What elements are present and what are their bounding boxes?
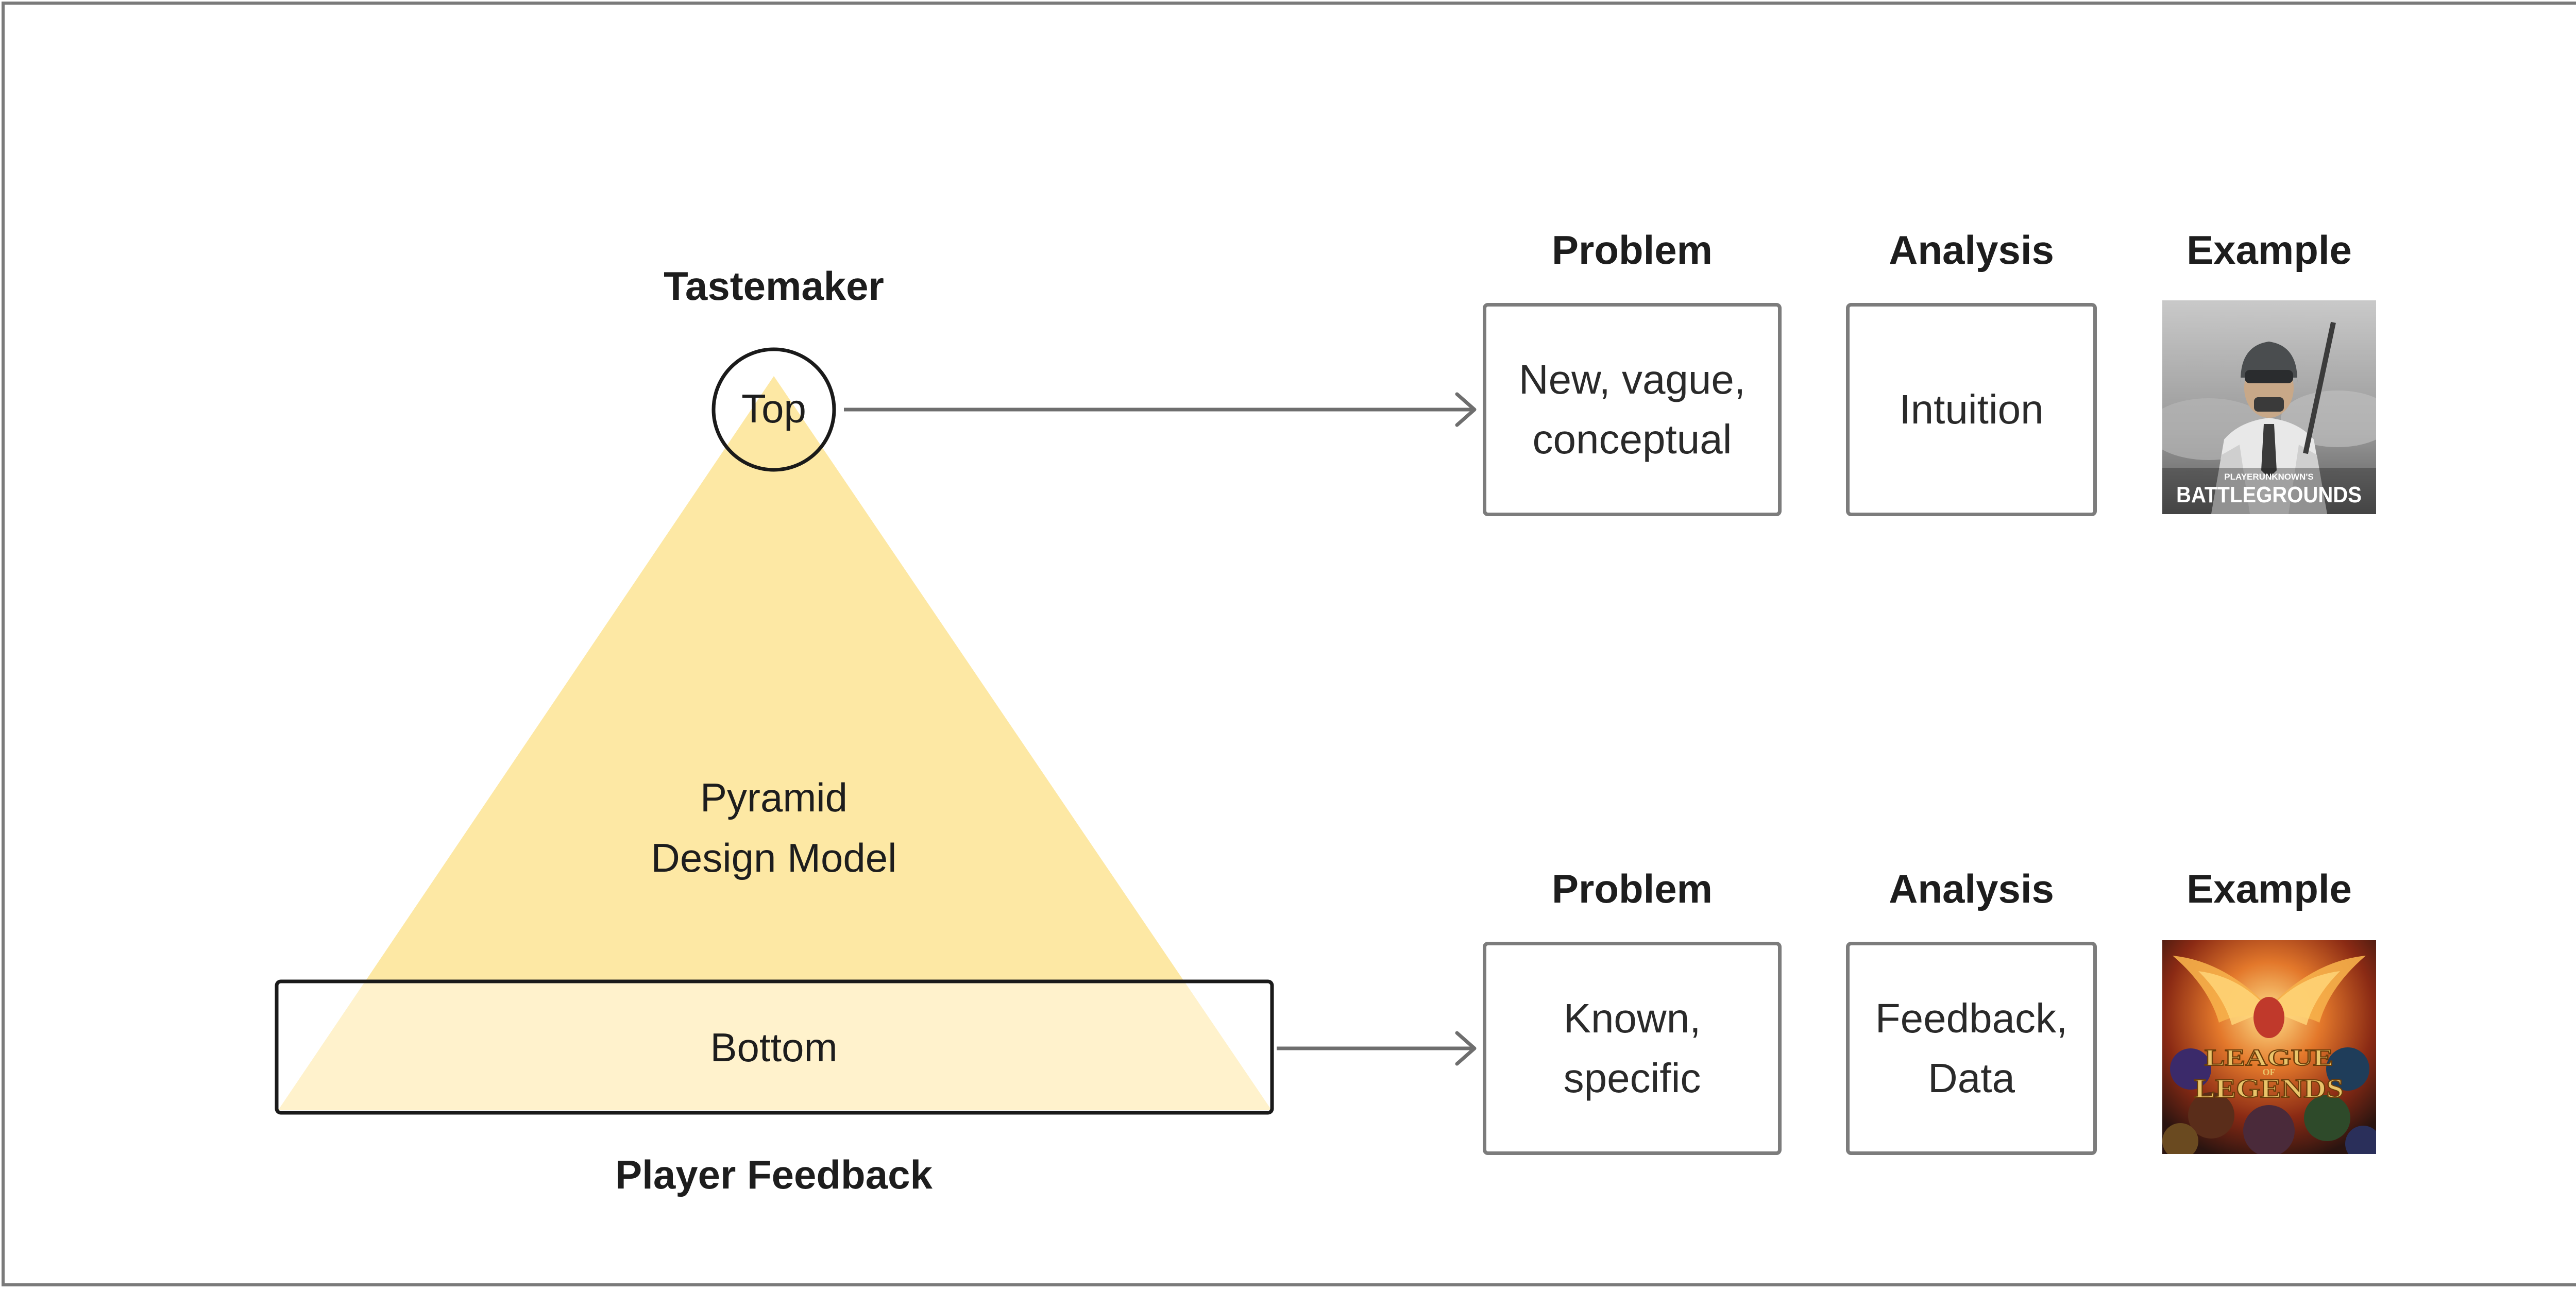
bottom-heading: Player Feedback bbox=[615, 1152, 933, 1197]
pyramid-bottom-band bbox=[275, 979, 1274, 1115]
row1-example-heading: Example bbox=[2187, 227, 2352, 273]
pyramid-top-circle bbox=[711, 347, 836, 472]
row2-analysis-box: Feedback, Data bbox=[1846, 942, 2097, 1155]
svg-text:LEGENDS: LEGENDS bbox=[2194, 1074, 2344, 1104]
row2-analysis-text: Feedback, Data bbox=[1875, 995, 2068, 1101]
battlegrounds-image: PLAYERUNKNOWN'S BATTLEGROUNDS bbox=[2162, 300, 2376, 514]
bottom-label: Bottom bbox=[710, 1025, 838, 1070]
row1-analysis-text: Intuition bbox=[1899, 386, 2044, 432]
svg-text:PLAYERUNKNOWN'S: PLAYERUNKNOWN'S bbox=[2224, 472, 2313, 482]
row1-analysis-box: Intuition bbox=[1846, 303, 2097, 516]
row2-problem-heading: Problem bbox=[1551, 866, 1713, 911]
row2-problem-box: Known, specific bbox=[1483, 942, 1782, 1155]
row2-problem-text: Known, specific bbox=[1563, 995, 1701, 1101]
top-label: Top bbox=[741, 386, 806, 431]
top-heading: Tastemaker bbox=[664, 263, 884, 309]
pyramid-center-label: Pyramid Design Model bbox=[651, 775, 897, 880]
row1-problem-box: New, vague, conceptual bbox=[1483, 303, 1782, 516]
row1-problem-text: New, vague, conceptual bbox=[1518, 357, 1746, 462]
svg-text:LEAGUE: LEAGUE bbox=[2205, 1044, 2333, 1071]
svg-text:OF: OF bbox=[2263, 1067, 2276, 1077]
row1-analysis-heading: Analysis bbox=[1889, 227, 2054, 273]
svg-text:BATTLEGROUNDS: BATTLEGROUNDS bbox=[2176, 482, 2362, 507]
bottom-arrow-head bbox=[1455, 1031, 1477, 1066]
pyramid-bottom-band-fill bbox=[278, 983, 1272, 1110]
row2-example-heading: Example bbox=[2187, 866, 2352, 911]
league-of-legends-image: LEAGUE OF LEGENDS bbox=[2162, 940, 2376, 1154]
pyramid-triangle bbox=[278, 376, 1272, 1110]
row2-analysis-heading: Analysis bbox=[1889, 866, 2054, 911]
top-arrow-head bbox=[1455, 392, 1477, 427]
row1-problem-heading: Problem bbox=[1551, 227, 1713, 273]
